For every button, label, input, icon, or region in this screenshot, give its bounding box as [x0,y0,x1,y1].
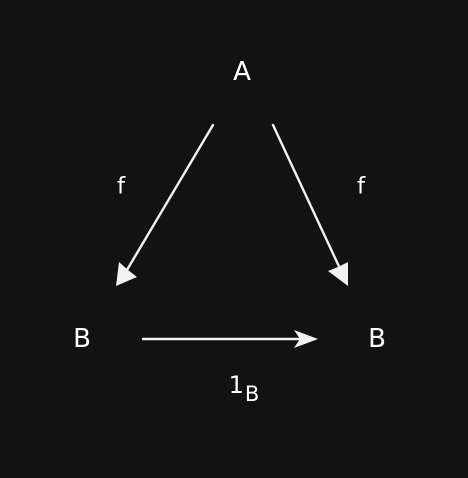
node-a: A [233,57,251,87]
node-b-right: B [368,324,386,354]
arrow-f-right-head [328,262,348,286]
edge-label-f-right: f [356,173,366,200]
identity-base: 1 [228,371,244,399]
arrow-identity-head [294,330,318,348]
identity-subscript: B [244,382,260,406]
arrow-f-left-shaft [122,123,215,277]
arrow-f-left-head [116,262,137,286]
edge-label-identity: 1B [228,371,260,405]
arrow-f-right-shaft [271,123,345,277]
edge-label-f-left: f [116,173,126,200]
node-b-left: B [73,324,91,354]
